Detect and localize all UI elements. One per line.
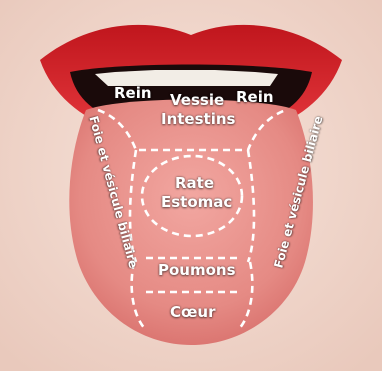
zone-label-estomac: Estomac [161,195,232,210]
zone-label-poumons: Poumons [158,263,236,278]
zone-label-rein-right: Rein [236,90,274,105]
zone-label-vessie: Vessie [170,93,224,108]
zone-label-coeur: Cœur [170,305,216,320]
zone-label-intestins: Intestins [161,112,235,127]
zone-label-rein-left: Rein [114,86,152,101]
zone-label-rate: Rate [175,176,214,191]
